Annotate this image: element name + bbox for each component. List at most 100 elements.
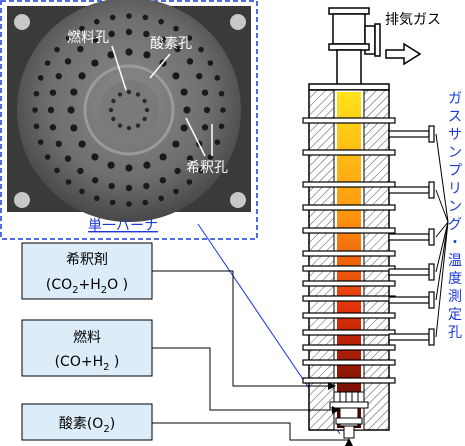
port-pointer	[436, 134, 448, 222]
burner-hole	[79, 189, 85, 195]
side-label-char: 孔	[448, 325, 462, 341]
burner-hole	[215, 139, 221, 145]
burner-hole	[38, 139, 44, 145]
burner-hole	[126, 13, 132, 19]
sampling-port-cap	[429, 126, 434, 142]
burner-hole	[202, 89, 208, 95]
burner-hole	[34, 91, 40, 97]
burner-hole	[91, 59, 98, 66]
reactor-top-flange	[329, 44, 369, 50]
burner-hole	[108, 31, 114, 37]
burner-hole	[183, 106, 190, 113]
burner-hole	[173, 189, 179, 195]
reactor-flange	[303, 266, 395, 271]
burner-hole	[181, 124, 188, 131]
side-label-char: 定	[448, 307, 462, 323]
side-label-char: リ	[448, 181, 462, 197]
burner-hole	[219, 124, 225, 130]
reactor-flange	[303, 205, 395, 210]
port-pointer	[436, 222, 448, 300]
sampling-port-cap	[429, 292, 434, 308]
burner-hole	[48, 107, 54, 113]
burner-hole	[111, 99, 115, 103]
burner-center	[99, 80, 159, 140]
burner-hole	[136, 123, 140, 127]
exhaust-flange	[329, 8, 369, 14]
burner-hole	[78, 140, 85, 147]
burner-hole	[143, 162, 150, 169]
side-label-char: ン	[448, 145, 462, 161]
fuel-name: 燃料	[73, 329, 101, 346]
sampling-port-cap	[429, 182, 434, 198]
burner-hole	[143, 51, 150, 58]
burner-hole	[160, 177, 166, 183]
burner-hole	[45, 60, 51, 66]
burner-hole	[56, 73, 62, 79]
reactor-flange	[303, 251, 395, 256]
burner-hole	[127, 90, 131, 94]
sampling-port-cap	[429, 329, 434, 345]
burner-hole	[45, 154, 51, 160]
reactor-flange	[303, 378, 395, 383]
burner-hole	[174, 168, 180, 174]
burner-hole	[158, 19, 164, 25]
burner-hole	[107, 162, 114, 169]
burner-hole	[136, 92, 140, 96]
side-label-char: プ	[448, 163, 462, 179]
burner-hole	[158, 196, 164, 202]
exhaust-arrow-icon	[386, 44, 420, 64]
burner-hole	[70, 124, 77, 131]
burner-hole	[143, 183, 149, 189]
burner-hole	[181, 88, 188, 95]
burner-hole	[65, 155, 71, 161]
reactor-flange	[303, 281, 395, 286]
side-label-char: ン	[448, 199, 462, 215]
burner-hole	[34, 124, 40, 130]
burner-hole	[208, 60, 214, 66]
burner-hole	[118, 92, 122, 96]
burner-hole	[50, 124, 56, 130]
burner-hole	[172, 140, 179, 147]
burner-hole	[125, 48, 132, 55]
burner-hole	[94, 196, 100, 202]
reactor-flange	[303, 296, 395, 301]
reactor-flange	[303, 313, 395, 318]
burner-hole	[204, 107, 210, 113]
burner-hole	[91, 153, 98, 160]
burner-hole	[127, 126, 131, 130]
sampling-port	[389, 187, 429, 193]
burner-hole	[92, 177, 98, 183]
bolt-icon	[230, 14, 246, 30]
side-label-char: 度	[448, 271, 462, 287]
burner-hole	[77, 46, 83, 52]
burner-hole	[172, 72, 179, 79]
side-label-char: 温	[448, 253, 462, 269]
sampling-port	[389, 131, 429, 137]
side-label-char: ・	[448, 235, 462, 251]
burner-hole	[196, 73, 202, 79]
bolt-icon	[14, 14, 30, 30]
oxygen-hole-label: 酸素孔	[150, 36, 192, 52]
burner-hole	[54, 168, 60, 174]
side-label-char: ス	[448, 109, 462, 125]
burner-hole	[77, 168, 83, 174]
reactor-flange	[303, 182, 395, 187]
burner-hole	[67, 106, 74, 113]
burner-hole	[145, 108, 149, 112]
burner-hole	[78, 72, 85, 79]
side-label-char: グ	[448, 217, 462, 233]
burner-hole	[198, 47, 204, 53]
burner-hole	[219, 91, 225, 97]
burner-hole	[110, 200, 116, 206]
exhaust-outlet-flange	[375, 24, 380, 56]
fuel-hole-label: 燃料孔	[67, 29, 109, 46]
reactor-flange	[303, 330, 395, 335]
port-pointers	[436, 134, 448, 337]
side-label-char: 測	[448, 289, 462, 305]
burner-hole	[142, 117, 146, 121]
dilution-hole-label: 希釈孔	[186, 160, 228, 176]
exhaust-duct	[333, 14, 365, 44]
bolt-icon	[14, 192, 30, 208]
